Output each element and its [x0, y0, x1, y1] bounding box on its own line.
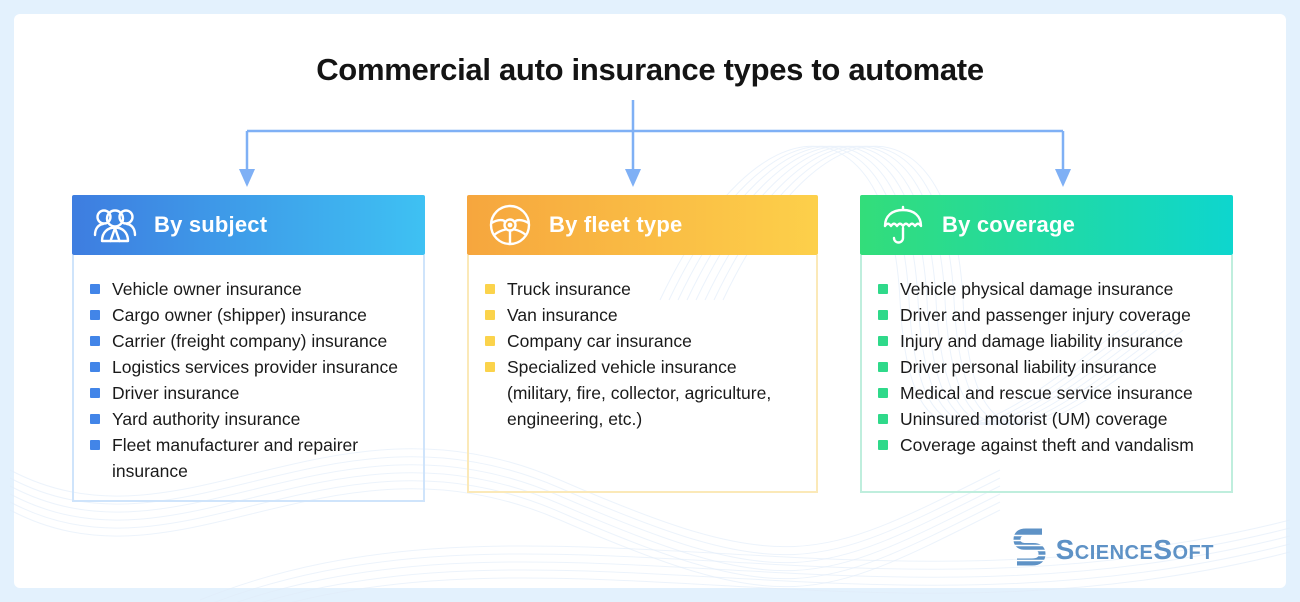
column-body: Truck insurance Van insurance Company ca… [467, 255, 818, 493]
column-by-fleet-type: By fleet type Truck insurance Van insura… [467, 195, 818, 493]
steering-wheel-icon [487, 202, 533, 248]
sciencesoft-logo-icon [1012, 527, 1047, 572]
list-item: Logistics services provider insurance [90, 354, 413, 380]
list-item: Carrier (freight company) insurance [90, 328, 413, 354]
column-title: By coverage [942, 212, 1076, 237]
list-item: Coverage against theft and vandalism [878, 432, 1221, 458]
list-item: Vehicle physical damage insurance [878, 276, 1221, 302]
list-item: Truck insurance [485, 276, 806, 302]
brand-name: ScienceSoft [1055, 533, 1214, 565]
umbrella-icon [880, 202, 926, 248]
insurance-list: Vehicle physical damage insurance Driver… [878, 276, 1221, 458]
insurance-list: Vehicle owner insurance Cargo owner (shi… [90, 276, 413, 484]
column-by-coverage: By coverage Vehicle physical damage insu… [860, 195, 1233, 493]
column-title: By fleet type [549, 212, 683, 237]
column-title: By subject [154, 212, 268, 237]
column-header: By coverage [860, 195, 1233, 255]
column-header: By subject [72, 195, 425, 255]
list-item: Driver personal liability insurance [878, 354, 1221, 380]
page-title: Commercial auto insurance types to autom… [316, 52, 984, 87]
brand-logo: ScienceSoft [1012, 527, 1214, 572]
list-item: Specialized vehicle insurance (military,… [485, 354, 806, 432]
list-item: Cargo owner (shipper) insurance [90, 302, 413, 328]
list-item: Fleet manufacturer and repairer insuranc… [90, 432, 413, 484]
list-item: Injury and damage liability insurance [878, 328, 1221, 354]
list-item: Uninsured motorist (UM) coverage [878, 406, 1221, 432]
list-item: Medical and rescue service insurance [878, 380, 1221, 406]
list-item: Van insurance [485, 302, 806, 328]
column-header: By fleet type [467, 195, 818, 255]
list-item: Yard authority insurance [90, 406, 413, 432]
column-by-subject: By subject Vehicle owner insurance Cargo… [72, 195, 425, 502]
insurance-list: Truck insurance Van insurance Company ca… [485, 276, 806, 432]
column-body: Vehicle physical damage insurance Driver… [860, 255, 1233, 493]
list-item: Company car insurance [485, 328, 806, 354]
list-item: Driver insurance [90, 380, 413, 406]
list-item: Vehicle owner insurance [90, 276, 413, 302]
column-body: Vehicle owner insurance Cargo owner (shi… [72, 255, 425, 502]
list-item: Driver and passenger injury coverage [878, 302, 1221, 328]
people-group-icon [92, 202, 138, 248]
